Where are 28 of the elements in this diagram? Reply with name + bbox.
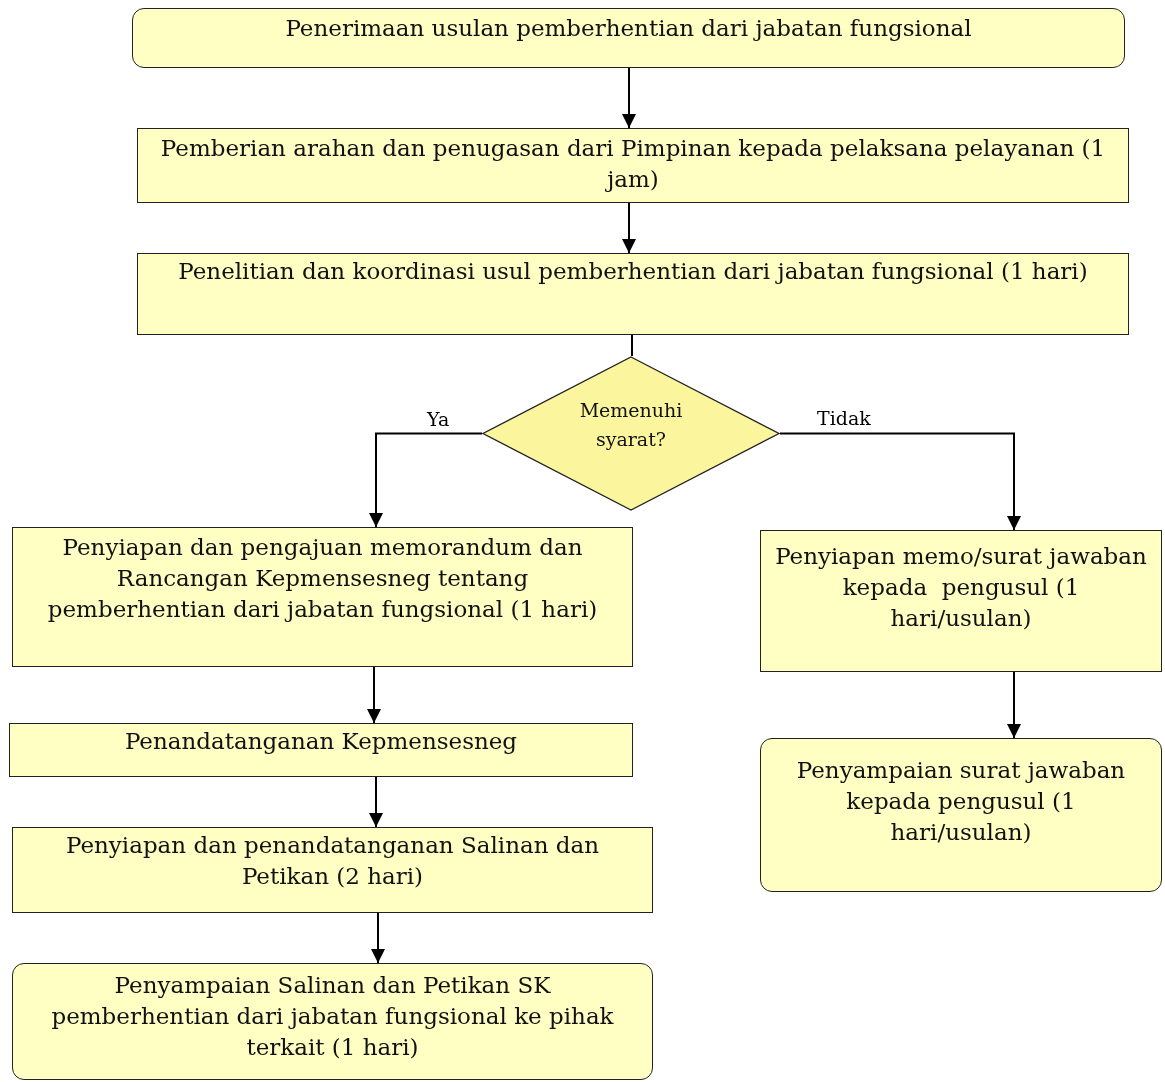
process-box bbox=[137, 128, 1129, 203]
process-box bbox=[9, 723, 633, 777]
arrow bbox=[622, 202, 636, 254]
arrow bbox=[369, 432, 483, 528]
arrow bbox=[622, 67, 636, 129]
arrow bbox=[1007, 671, 1021, 739]
node-text: Memenuhi syarat? bbox=[578, 397, 684, 452]
node-text: Pemberian arahan dan penugasan dari Pimpinan kepada pelaksana pelayanan (1 jam) bbox=[159, 134, 1107, 194]
node-text: Penyampaian surat jawaban kepada pengusul (1 hari/usulan) bbox=[795, 756, 1127, 847]
rounded-process-box bbox=[132, 8, 1125, 68]
arrow bbox=[367, 666, 381, 724]
node-text: Penerimaan usulan pemberhentian dari jabatan fungsional bbox=[284, 14, 973, 43]
node-text: Penyiapan dan pengajuan memorandum dan Rancangan Kepmensesneg tentang pemberhentian dari jabatan fungsional (1 hari) bbox=[46, 533, 599, 624]
process-box bbox=[760, 530, 1162, 672]
node-text: Penandatanganan Kepmensesneg bbox=[123, 727, 519, 756]
process-box bbox=[12, 827, 653, 913]
process-box bbox=[137, 253, 1129, 335]
arrow bbox=[779, 432, 1021, 531]
arrow bbox=[369, 776, 383, 828]
node-text: Penyiapan memo/surat jawaban kepada pengusul (1 hari/usulan) bbox=[774, 542, 1148, 633]
rounded-process-box bbox=[12, 963, 653, 1080]
node-text: Penelitian dan koordinasi usul pemberhentian dari jabatan fungsional (1 hari) bbox=[177, 257, 1089, 286]
arrow bbox=[371, 912, 385, 964]
process-box bbox=[12, 527, 633, 667]
node-text: Penyiapan dan penandatanganan Salinan dan Petikan (2 hari) bbox=[64, 831, 601, 891]
node-text: Penyampaian Salinan dan Petikan SK pemberhentian dari jabatan fungsional ke pihak terkait (1 hari) bbox=[50, 971, 615, 1062]
rounded-process-box bbox=[760, 738, 1162, 892]
decision-diamond bbox=[482, 356, 780, 511]
